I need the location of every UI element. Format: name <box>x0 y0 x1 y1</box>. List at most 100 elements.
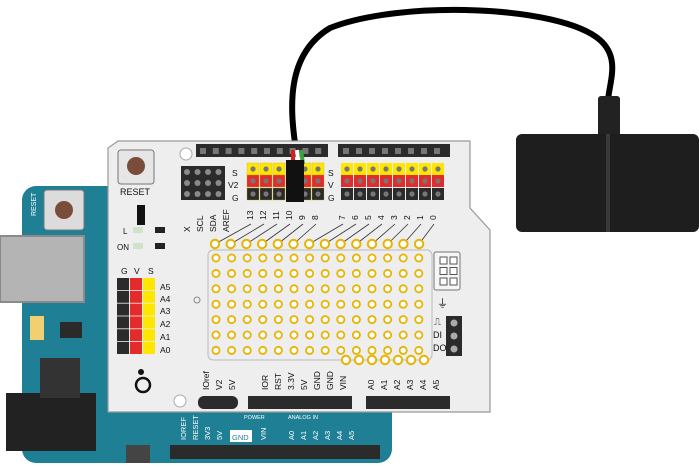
i2c-pin <box>215 191 222 197</box>
top-right-pin-hole <box>409 191 415 197</box>
top-right-pin-hole <box>435 178 441 184</box>
bottom-analog-header <box>366 396 450 409</box>
sensor-2x3-pin <box>439 277 448 286</box>
proto-pad <box>320 330 330 340</box>
power-label-gnd-b: GND <box>325 371 335 390</box>
top-left-pin-hole <box>315 166 321 172</box>
proto-pad <box>242 315 252 325</box>
i2c-pin <box>215 169 222 175</box>
top-left-pin-hole <box>250 166 256 172</box>
proto-pad <box>414 330 424 340</box>
mount-hole-bottom <box>173 394 187 408</box>
proto-pad <box>273 330 283 340</box>
proto-pad <box>351 330 361 340</box>
sensor-2x3-pins <box>439 256 458 286</box>
power-pin-labels: IOref V2 5V IOR RST 3.3V 5V GND GND VIN <box>201 370 348 390</box>
digital-pad <box>288 238 299 250</box>
proto-pad <box>289 315 299 325</box>
power-label-ior: IOR <box>260 375 270 390</box>
top-left-pin-hole <box>263 178 269 184</box>
top-right-pin-hole <box>422 166 428 172</box>
logo-dot-icon <box>138 369 144 375</box>
led-l-label: L <box>123 227 128 236</box>
top-left-pin-hole <box>315 191 321 197</box>
proto-pad <box>320 284 330 294</box>
left-pin-s <box>143 316 155 329</box>
left-label-a1: A1 <box>160 332 171 342</box>
i2c-pin <box>194 191 201 197</box>
digital-leader-line <box>246 223 278 245</box>
i2c-pin <box>184 169 190 175</box>
proto-pad <box>227 315 237 325</box>
top-left-pin-hole <box>276 191 282 197</box>
proto-pad <box>305 299 315 309</box>
proto-pad <box>211 345 221 355</box>
top-right-black-header <box>338 144 450 157</box>
smd-chip <box>60 322 82 338</box>
sensor-2x3-pin <box>449 267 458 275</box>
bottom-label-a1: A1 <box>379 379 389 390</box>
proto-pad <box>273 299 283 309</box>
proto-pad <box>414 284 424 294</box>
top-left-pin-hole <box>250 191 256 197</box>
proto-pad <box>367 345 377 355</box>
proto-pad <box>273 253 283 263</box>
digital-pad <box>382 238 393 250</box>
bottom-label-a4: A4 <box>418 379 428 390</box>
sensor-2x3-pin <box>449 277 458 286</box>
led-on-label: ON <box>117 243 129 252</box>
proto-pad <box>398 330 408 340</box>
digital-leader-line <box>230 223 265 245</box>
proto-pad <box>227 268 237 278</box>
digital-pad <box>319 238 331 250</box>
top-header-hole <box>200 148 206 154</box>
bottom-label-a5: A5 <box>431 379 441 390</box>
top-header-hole <box>369 148 375 154</box>
proto-pad <box>305 268 315 278</box>
top-right-pin-hole <box>370 166 376 172</box>
arduino-reset-label: RESET <box>31 192 38 216</box>
shield-logo <box>134 369 152 394</box>
i2c-label-x: X <box>182 226 192 232</box>
proto-pad <box>258 299 268 309</box>
proto-pad <box>211 299 221 309</box>
left-analog-header <box>117 278 155 354</box>
top-right-pin-hole <box>422 191 428 197</box>
left-pin-v <box>130 290 142 303</box>
digital-pad <box>398 238 409 250</box>
left-pin-g <box>117 278 129 290</box>
proto-pad <box>336 284 346 294</box>
proto-pad <box>211 253 221 263</box>
arduino-label-reset: RESET <box>191 415 200 440</box>
proto-pad <box>258 315 268 325</box>
digital-label: 4 <box>376 215 386 220</box>
arduino-label-gnd: GND <box>232 433 249 442</box>
sensor-module <box>516 134 699 232</box>
proto-pad <box>242 253 252 263</box>
i2c-pin <box>205 169 211 175</box>
left-pin-v <box>130 303 142 316</box>
crystal <box>30 316 44 340</box>
v2-jumper[interactable] <box>198 396 238 409</box>
proto-pad <box>367 330 377 340</box>
proto-pad <box>273 268 283 278</box>
top-right-pin-hole <box>396 166 402 172</box>
top-right-label-s: S <box>328 168 334 178</box>
proto-pad <box>351 268 361 278</box>
i2c-pin <box>184 180 190 186</box>
proto-pad <box>336 253 346 263</box>
top-right-pin-hole <box>344 191 350 197</box>
proto-pad <box>398 253 408 263</box>
i2c-pin <box>205 191 211 197</box>
proto-pad <box>383 284 393 294</box>
mount-hole-top <box>179 147 193 161</box>
digital-label: 3 <box>389 215 399 220</box>
led-l-resistor <box>155 227 165 233</box>
left-pin-g <box>117 316 129 329</box>
power-label-5v-b: 5V <box>299 379 309 390</box>
left-pin-s <box>143 278 155 290</box>
top-header-hole <box>225 148 232 154</box>
proto-pad <box>305 345 315 355</box>
